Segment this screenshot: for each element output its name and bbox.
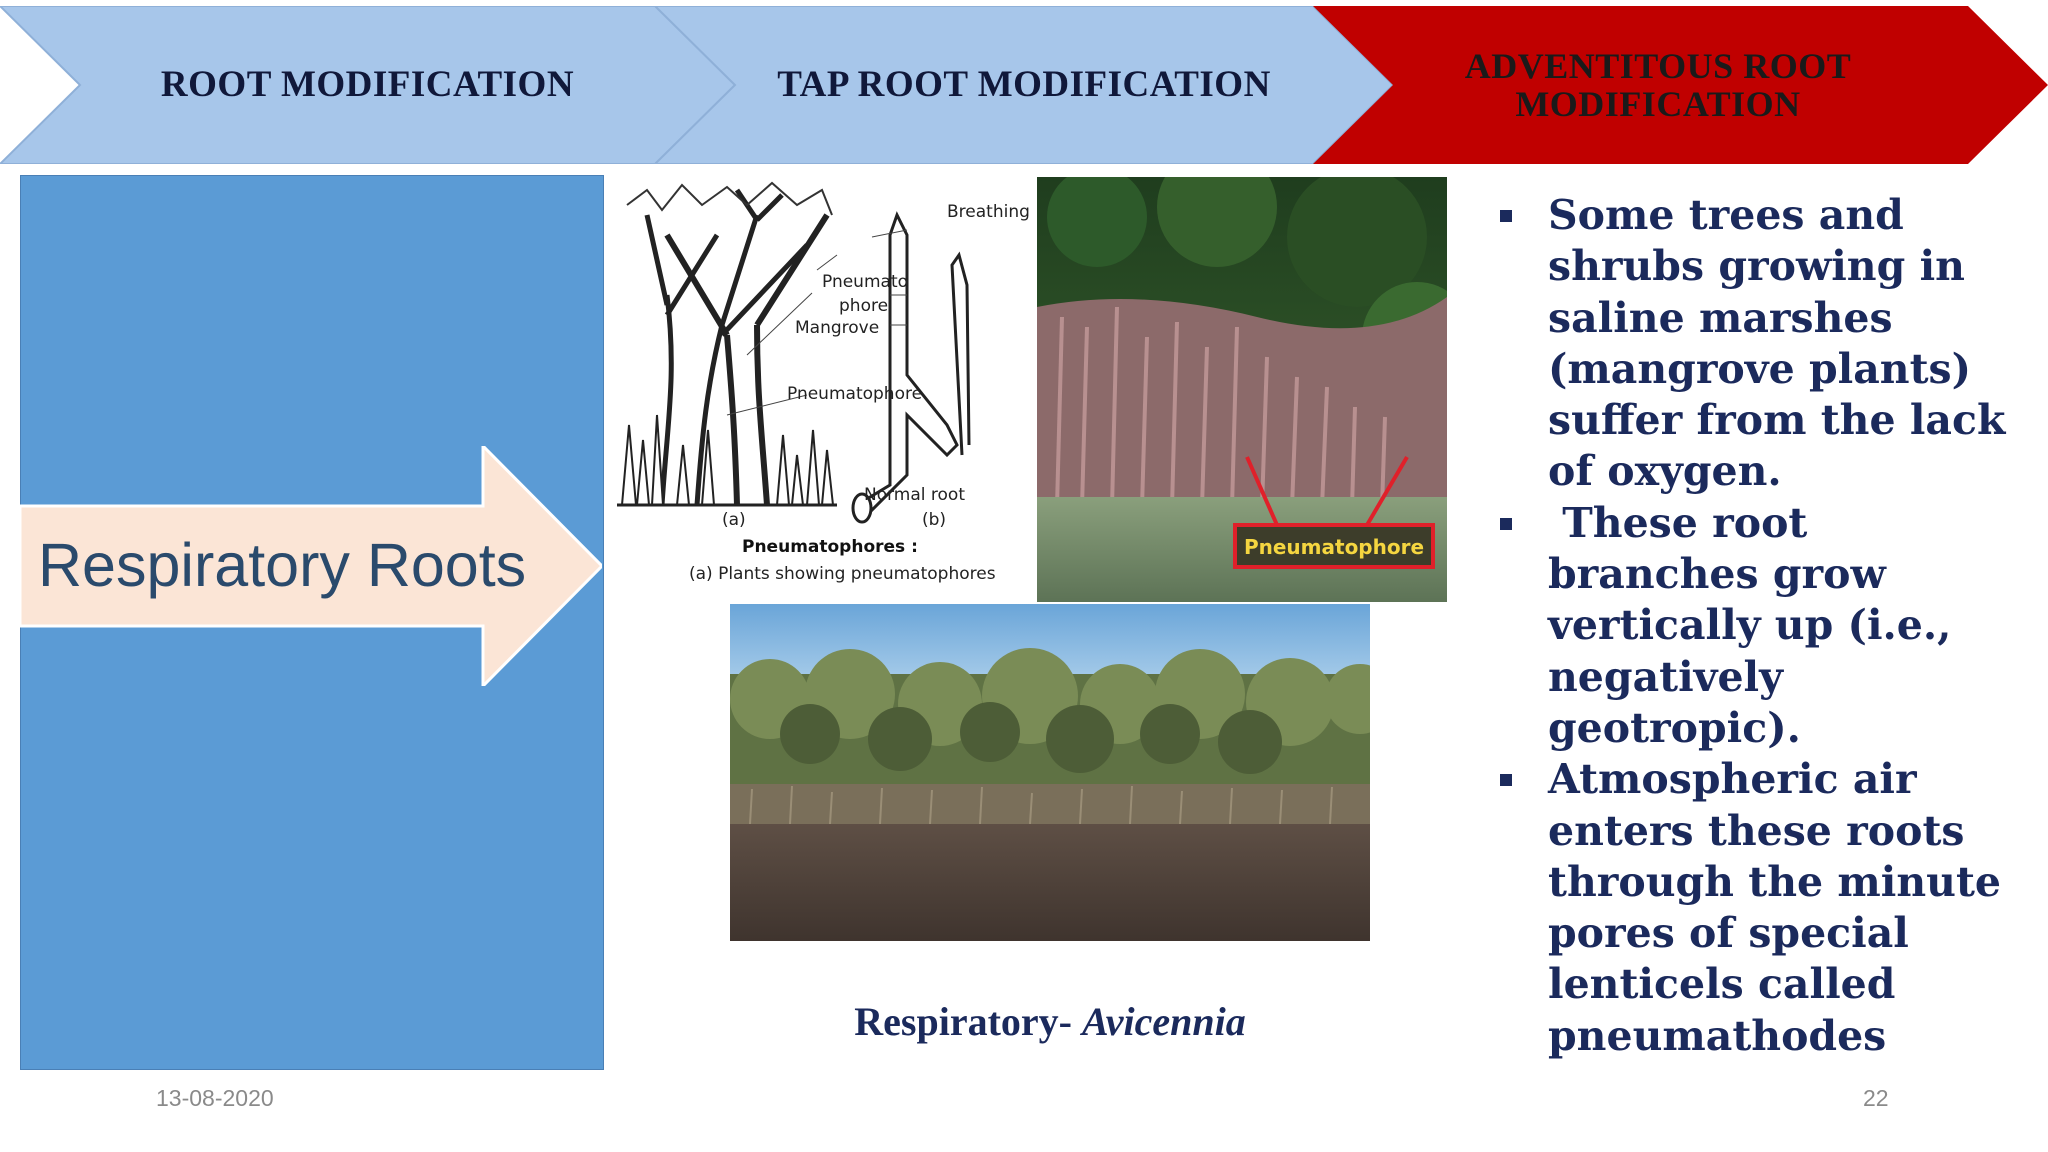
label-phore: phore [839, 296, 888, 316]
label-mangrove: Mangrove [795, 318, 879, 338]
bullet-item: These root branches grow vertically up (… [1500, 498, 2020, 754]
bullet-item: Atmospheric air enters these roots throu… [1500, 754, 2020, 1062]
square-bullet-icon [1500, 774, 1512, 787]
footer-date: 13-08-2020 [156, 1085, 274, 1111]
arrow-label: Respiratory Roots [38, 531, 527, 599]
avicennia-photo [730, 604, 1370, 941]
pneumatophore-diagram: Breathing Pneumato phore Mangrove Pneuma… [607, 175, 1032, 605]
pneumatophore-photo: Pneumatophore [1037, 177, 1447, 602]
pneumatophore-tag: Pneumatophore [1244, 535, 1424, 559]
diagram-caption: (a) Plants showing pneumatophores [689, 564, 996, 584]
chevron-shape [1313, 6, 2048, 164]
image-caption: Respiratory- Avicennia [730, 998, 1370, 1045]
step-label-line1: ADVENTITOUS ROOT [1464, 46, 1852, 86]
square-bullet-icon [1500, 210, 1512, 222]
arrow-shape [18, 442, 605, 690]
bullet-list: Some trees and shrubs growing in saline … [1500, 190, 2020, 1062]
label-a: (a) [722, 510, 746, 530]
step-label: TAP ROOT MODIFICATION [777, 64, 1271, 105]
label-b: (b) [922, 510, 946, 530]
label-pneumato: Pneumato [822, 272, 908, 292]
diagram-title: Pneumatophores : [742, 537, 918, 557]
step-root-modification[interactable]: ROOT MODIFICATION [0, 6, 735, 164]
label-normal-root: Normal root [864, 485, 965, 505]
page-number: 22 [1863, 1085, 1889, 1111]
caption-prefix: Respiratory- [854, 999, 1082, 1044]
caption-genus: Avicennia [1082, 999, 1246, 1044]
step-adventitous-root-modification[interactable]: ADVENTITOUS ROOT MODIFICATION [1313, 6, 2048, 164]
label-breathing: Breathing [947, 202, 1030, 222]
chevron-shape [655, 6, 1393, 164]
step-label: ROOT MODIFICATION [160, 64, 575, 105]
chevron-shape [0, 6, 735, 164]
bullet-item: Some trees and shrubs growing in saline … [1500, 190, 2020, 498]
square-bullet-icon [1500, 517, 1512, 530]
step-label-active: ADVENTITOUS ROOT MODIFICATION [1373, 6, 1943, 164]
label-pneumatophore: Pneumatophore [787, 384, 922, 404]
step-tap-root-modification[interactable]: TAP ROOT MODIFICATION [655, 6, 1393, 164]
step-label-line2: MODIFICATION [1515, 84, 1801, 124]
